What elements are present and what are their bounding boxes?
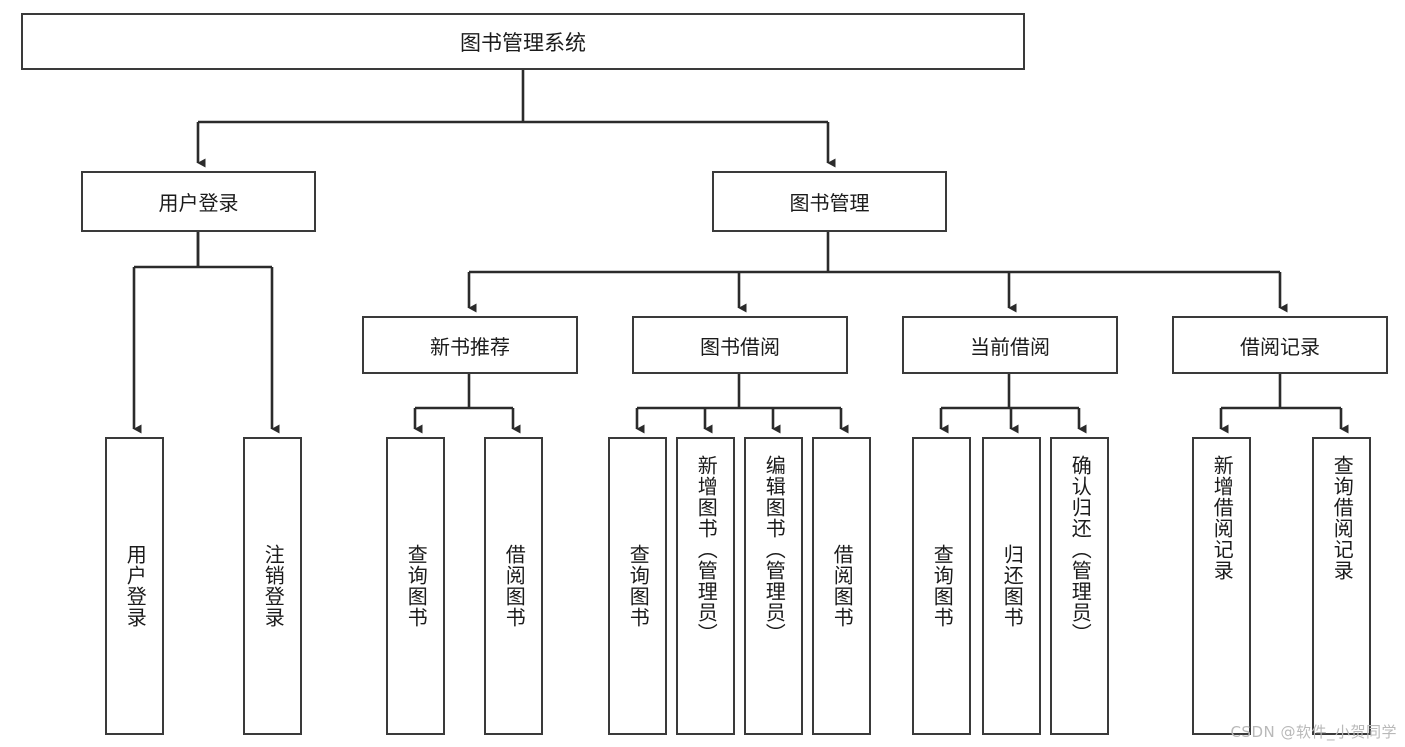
leaf-query-borrow-record[interactable]: 查询借阅记录 xyxy=(1312,437,1371,735)
node-book-borrow[interactable]: 图书借阅 xyxy=(632,316,848,374)
leaf-logout[interactable]: 注销登录 xyxy=(243,437,302,735)
leaf-label: 查询图书 xyxy=(930,544,955,628)
leaf-label: 查询图书 xyxy=(404,544,429,628)
leaf-add-book-admin[interactable]: 新增图书（管理员） xyxy=(676,437,735,735)
leaf-query-book-borrow[interactable]: 查询图书 xyxy=(608,437,667,735)
node-new-book-recommend[interactable]: 新书推荐 xyxy=(362,316,578,374)
leaf-edit-book-admin[interactable]: 编辑图书（管理员） xyxy=(744,437,803,735)
leaf-return-book[interactable]: 归还图书 xyxy=(982,437,1041,735)
leaf-query-book-recommend[interactable]: 查询图书 xyxy=(386,437,445,735)
node-current-borrow[interactable]: 当前借阅 xyxy=(902,316,1118,374)
leaf-label: 确认归还（管理员） xyxy=(1068,455,1093,644)
leaf-user-login[interactable]: 用户登录 xyxy=(105,437,164,735)
leaf-label: 注销登录 xyxy=(261,544,286,628)
leaf-add-borrow-record[interactable]: 新增借阅记录 xyxy=(1192,437,1251,735)
leaf-borrow-book-recommend[interactable]: 借阅图书 xyxy=(484,437,543,735)
leaf-confirm-return-admin[interactable]: 确认归还（管理员） xyxy=(1050,437,1109,735)
node-user-login[interactable]: 用户登录 xyxy=(81,171,316,232)
leaf-label: 借阅图书 xyxy=(502,544,527,628)
leaf-label: 新增图书（管理员） xyxy=(694,455,719,644)
node-label: 图书借阅 xyxy=(700,334,780,359)
node-root-label: 图书管理系统 xyxy=(460,30,586,55)
leaf-label: 新增借阅记录 xyxy=(1210,455,1235,581)
leaf-label: 查询借阅记录 xyxy=(1330,455,1355,581)
node-label: 当前借阅 xyxy=(970,334,1050,359)
leaf-label: 用户登录 xyxy=(123,544,148,628)
node-borrow-record[interactable]: 借阅记录 xyxy=(1172,316,1388,374)
node-label: 用户登录 xyxy=(158,191,239,215)
leaf-label: 借阅图书 xyxy=(830,544,855,628)
node-root[interactable]: 图书管理系统 xyxy=(21,13,1025,70)
leaf-label: 归还图书 xyxy=(1000,544,1025,628)
node-book-management[interactable]: 图书管理 xyxy=(712,171,947,232)
node-label: 图书管理 xyxy=(789,191,870,215)
node-label: 借阅记录 xyxy=(1240,334,1320,359)
leaf-label: 查询图书 xyxy=(626,544,651,628)
leaf-query-book-current[interactable]: 查询图书 xyxy=(912,437,971,735)
node-label: 新书推荐 xyxy=(430,334,510,359)
leaf-borrow-book[interactable]: 借阅图书 xyxy=(812,437,871,735)
leaf-label: 编辑图书（管理员） xyxy=(762,455,787,644)
